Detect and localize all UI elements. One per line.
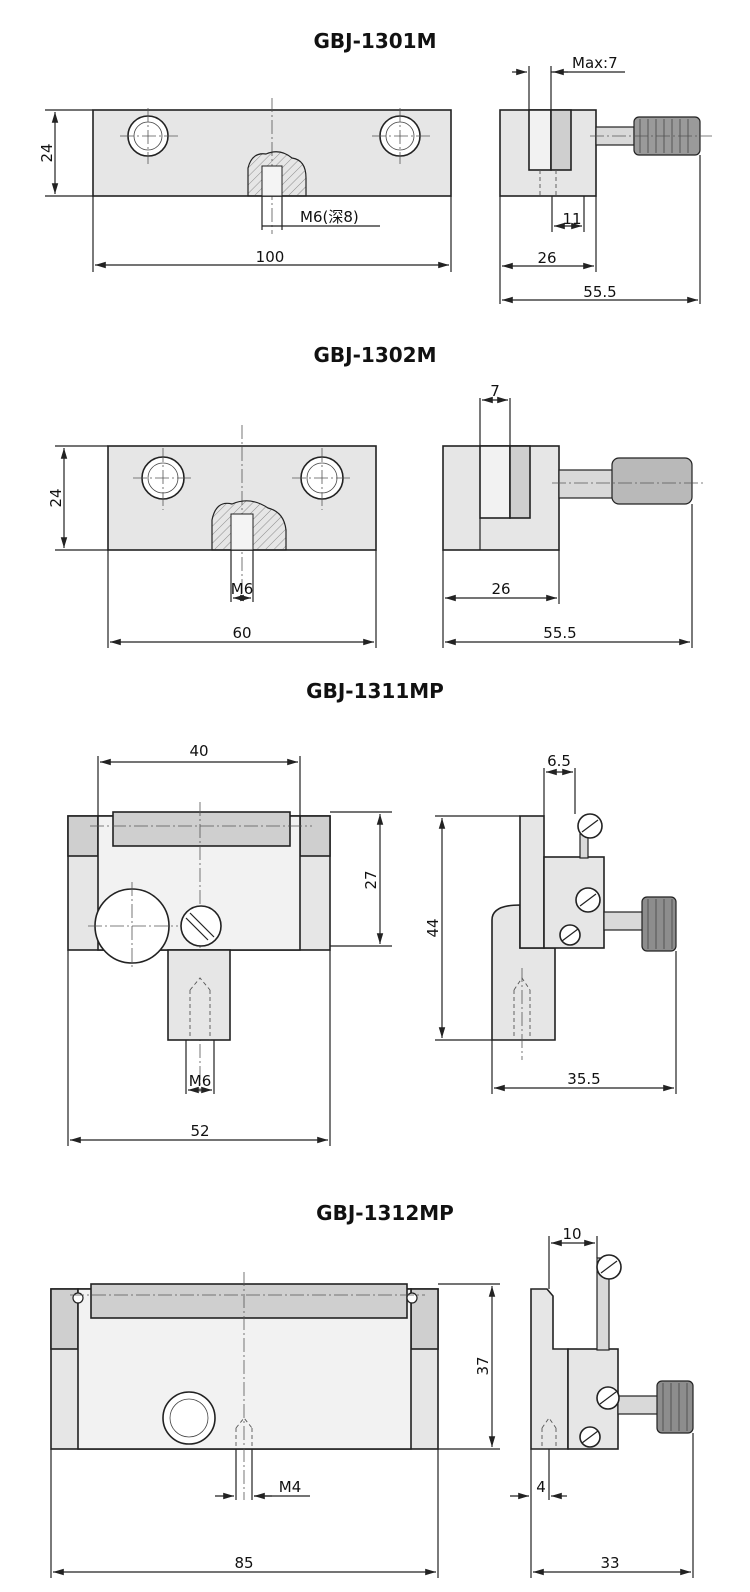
dim-jaw: Max:7 — [572, 54, 618, 72]
drawing-gbj-1312mp: GBJ-1312MP — [50, 1201, 694, 1578]
dim-total: 55.5 — [543, 624, 576, 642]
model-title: GBJ-1302M — [314, 343, 437, 367]
dim-length: 100 — [256, 248, 285, 266]
side-view — [435, 768, 677, 1094]
dim-jaw: 10 — [562, 1225, 581, 1243]
dim-side-b: 26 — [537, 249, 556, 267]
dim-jaw: 7 — [490, 382, 500, 400]
dim-length: 60 — [232, 624, 251, 642]
dim-length: 52 — [190, 1122, 209, 1140]
dim-total: 33 — [600, 1554, 619, 1572]
drawing-gbj-1302m: GBJ-1302M 24 M6 60 — [47, 343, 704, 648]
front-view — [55, 425, 377, 648]
dim-length: 85 — [234, 1554, 253, 1572]
dim-thread: M4 — [279, 1478, 302, 1496]
dim-jaw: 6.5 — [547, 752, 571, 770]
dim-thread: M6(深8) — [300, 208, 359, 226]
dim-side-h: 44 — [424, 918, 442, 937]
side-view — [510, 1236, 694, 1578]
model-title: GBJ-1301M — [314, 29, 437, 53]
dim-thread: M6 — [231, 580, 254, 598]
drawing-gbj-1311mp: GBJ-1311MP — [67, 679, 677, 1146]
dim-height: 27 — [362, 870, 380, 889]
dim-side-a: 11 — [562, 210, 581, 228]
dim-side-b: 26 — [491, 580, 510, 598]
side-view — [499, 66, 712, 304]
model-title: GBJ-1312MP — [316, 1201, 454, 1225]
dim-total: 55.5 — [583, 283, 616, 301]
dim-thread: M6 — [189, 1072, 212, 1090]
drawing-gbj-1301m: GBJ-1301M 24 M6(深8) 100 — [38, 29, 712, 304]
front-view — [50, 1272, 500, 1578]
dim-total: 35.5 — [567, 1070, 600, 1088]
model-title: GBJ-1311MP — [306, 679, 444, 703]
front-view — [67, 756, 392, 1146]
dim-height: 24 — [47, 488, 65, 507]
dim-offset: 4 — [536, 1478, 546, 1496]
dim-height: 24 — [38, 143, 56, 162]
front-view — [45, 98, 452, 272]
dim-top: 40 — [189, 742, 208, 760]
side-view — [442, 396, 704, 648]
dim-height: 37 — [474, 1356, 492, 1375]
